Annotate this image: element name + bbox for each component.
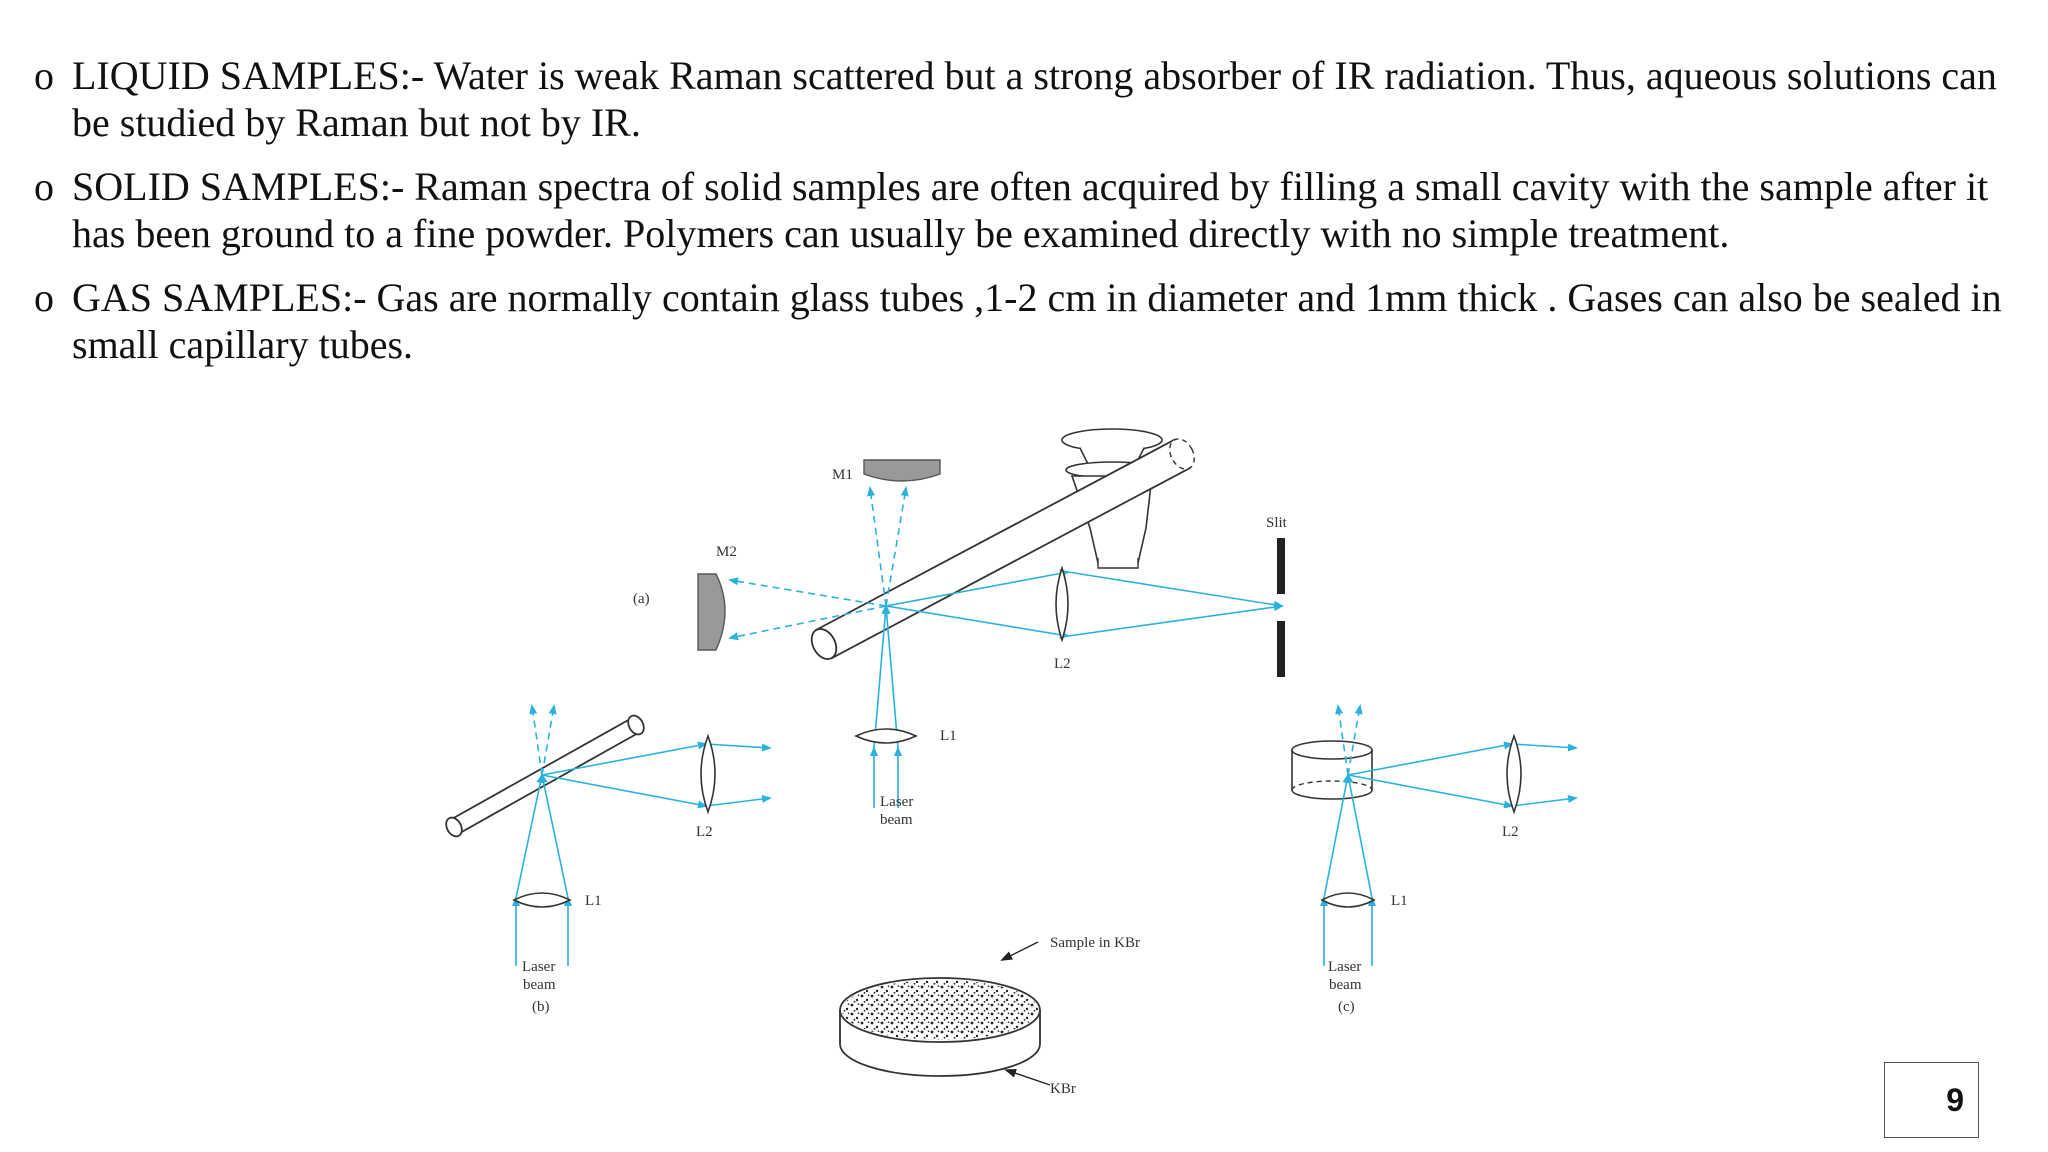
slit-upper bbox=[1277, 538, 1285, 594]
laser-ray-right bbox=[1345, 773, 1373, 899]
label-kbr: KBr bbox=[1050, 1081, 1076, 1097]
dashed-ray-m1-right bbox=[885, 486, 909, 607]
label-l2: L2 bbox=[1054, 656, 1071, 672]
capillary-end-right bbox=[627, 714, 645, 736]
dashed-ray-m1-left bbox=[867, 486, 887, 607]
label-m2: M2 bbox=[716, 544, 737, 560]
lens-l2 bbox=[1055, 565, 1069, 643]
label-c: (c) bbox=[1338, 999, 1355, 1015]
page-number: 9 bbox=[1946, 1082, 1964, 1118]
mirror-m2 bbox=[697, 573, 726, 651]
laser-ray-left bbox=[515, 773, 545, 899]
label-beam: beam bbox=[1329, 977, 1362, 993]
pointer-sample bbox=[1000, 941, 1039, 961]
slit-lower bbox=[1277, 621, 1285, 677]
panel-c-cuvette: L2 L1 Laser beam (c) bbox=[1291, 704, 1578, 1015]
label-l1: L1 bbox=[940, 728, 957, 744]
mirror-m1 bbox=[863, 459, 941, 482]
label-b: (b) bbox=[532, 999, 550, 1015]
bullet-marker: o bbox=[34, 53, 54, 98]
focus-ray-lower bbox=[1067, 603, 1284, 637]
scatter-ray-upper bbox=[1347, 741, 1514, 776]
panel-a-liquid-cell: M1 M2 (a) Slit L2 L1 Laser beam bbox=[633, 428, 1288, 828]
scatter-ray-upper bbox=[541, 741, 708, 776]
capillary-end-left bbox=[445, 816, 463, 838]
out-ray-lower bbox=[705, 795, 772, 807]
scatter-ray-lower bbox=[885, 605, 1070, 639]
label-laser: Laser bbox=[880, 794, 913, 810]
label-l2: L2 bbox=[696, 824, 713, 840]
label-l1: L1 bbox=[1391, 893, 1408, 909]
laser-ray-right bbox=[539, 773, 569, 899]
kbr-pellet: Sample in KBr KBr bbox=[839, 935, 1140, 1097]
scatter-ray-lower bbox=[541, 774, 708, 809]
holder-tip bbox=[1097, 558, 1139, 569]
label-beam: beam bbox=[523, 977, 556, 993]
page-number-box: 9 bbox=[1884, 1062, 1979, 1138]
label-beam: beam bbox=[880, 812, 913, 828]
bullet-text: GAS SAMPLES:- Gas are normally contain g… bbox=[72, 275, 2002, 367]
out-ray-upper bbox=[1511, 743, 1578, 752]
raman-sampling-figure: M1 M2 (a) Slit L2 L1 Laser beam L2 L1 La… bbox=[430, 418, 1630, 1148]
cell-top bbox=[1291, 740, 1373, 760]
laser-ray-right bbox=[882, 604, 899, 749]
scatter-ray-lower bbox=[1347, 774, 1514, 809]
cell-side bbox=[1291, 750, 1373, 800]
dashed-ray-m2-lower bbox=[728, 605, 887, 641]
raman-sampling-diagram: M1 M2 (a) Slit L2 L1 Laser beam L2 L1 La… bbox=[445, 428, 1578, 1097]
bullet-list: o LIQUID SAMPLES:- Water is weak Raman s… bbox=[34, 52, 2014, 385]
tube-end-right bbox=[1169, 438, 1195, 470]
bullet-gas-samples: o GAS SAMPLES:- Gas are normally contain… bbox=[34, 274, 2014, 368]
bullet-text: LIQUID SAMPLES:- Water is weak Raman sca… bbox=[72, 53, 1997, 145]
out-ray-upper bbox=[705, 743, 772, 752]
pellet-sample-dots bbox=[842, 980, 1038, 1040]
label-m1: M1 bbox=[832, 467, 853, 483]
label-l2: L2 bbox=[1502, 824, 1519, 840]
focus-ray-upper bbox=[1067, 571, 1284, 609]
pointer-kbr bbox=[1004, 1068, 1051, 1086]
dashed-ray-left bbox=[529, 704, 543, 776]
bullet-marker: o bbox=[34, 164, 54, 209]
bullet-marker: o bbox=[34, 275, 54, 320]
laser-ray-left bbox=[1323, 773, 1351, 899]
bullet-liquid-samples: o LIQUID SAMPLES:- Water is weak Raman s… bbox=[34, 52, 2014, 146]
tube-end-left bbox=[810, 628, 838, 660]
lens-l1 bbox=[1320, 892, 1376, 908]
bullet-solid-samples: o SOLID SAMPLES:- Raman spectra of solid… bbox=[34, 163, 2014, 257]
laser-ray-left bbox=[873, 604, 890, 749]
lens-l1 bbox=[512, 892, 572, 908]
lens-l2 bbox=[700, 733, 716, 815]
holder-cap bbox=[1061, 428, 1163, 452]
scatter-ray-upper bbox=[885, 569, 1070, 607]
lens-l2 bbox=[1506, 733, 1522, 815]
label-sample-in-kbr: Sample in KBr bbox=[1050, 935, 1140, 951]
label-laser: Laser bbox=[1328, 959, 1361, 975]
dashed-ray-m2-upper bbox=[728, 577, 887, 607]
label-a: (a) bbox=[633, 591, 650, 607]
lens-l1 bbox=[854, 728, 918, 744]
label-l1: L1 bbox=[585, 893, 602, 909]
panel-b-capillary: L2 L1 Laser beam (b) bbox=[445, 704, 772, 1015]
out-ray-lower bbox=[1511, 795, 1578, 807]
label-laser: Laser bbox=[522, 959, 555, 975]
bullet-text: SOLID SAMPLES:- Raman spectra of solid s… bbox=[72, 164, 1989, 256]
label-slit: Slit bbox=[1266, 515, 1288, 531]
